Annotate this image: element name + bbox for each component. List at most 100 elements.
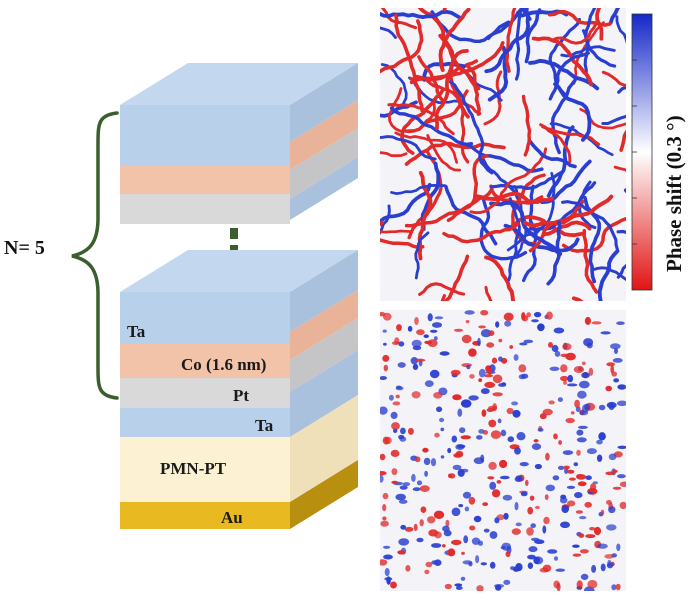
bubble-domain	[411, 391, 421, 399]
bubble-domain	[563, 380, 567, 385]
bubble-domain	[380, 376, 387, 380]
bubble-domain	[556, 582, 561, 591]
stripe-domain	[479, 196, 528, 261]
bubble-domain	[584, 403, 591, 411]
lower-pt-front	[120, 378, 290, 408]
bubble-domain	[560, 521, 570, 529]
stripe-domain	[507, 197, 521, 282]
bubble-domain	[383, 342, 387, 346]
bubble-domain	[447, 548, 456, 557]
bubble-domain	[473, 515, 482, 523]
bubble-domain	[412, 363, 419, 370]
bubble-domain	[440, 427, 445, 432]
lower-stack-block	[120, 250, 358, 529]
bubble-domain	[537, 323, 545, 332]
bubble-domain	[616, 400, 626, 407]
bubble-domain	[545, 311, 553, 320]
stripe-domain	[380, 26, 397, 39]
bubble-domain	[600, 563, 606, 572]
repeat-dot	[230, 228, 238, 239]
layer-label-ta-top: Ta	[127, 322, 146, 341]
bubble-domain	[454, 328, 463, 332]
bubble-domain	[585, 475, 592, 481]
upper-ta-right-face	[290, 63, 358, 142]
bubble-domain	[537, 428, 544, 432]
stripe-domain	[442, 222, 520, 244]
bubble-domain	[383, 364, 388, 372]
bubble-domain	[574, 492, 583, 499]
bubble-domain	[488, 461, 497, 470]
bubble-domain	[486, 342, 495, 348]
stripe-domain	[456, 98, 470, 164]
bubble-domain	[380, 559, 388, 566]
bubble-domain	[617, 445, 626, 449]
bubble-domain	[561, 505, 569, 513]
bubble-domain	[388, 394, 394, 401]
bubble-domain	[433, 336, 438, 341]
stripe-domain	[608, 8, 621, 25]
bubble-domain	[611, 584, 617, 591]
bubble-domain	[543, 516, 550, 525]
stripe-domain	[590, 266, 626, 282]
bubble-domain	[610, 365, 615, 374]
bubble-domain	[518, 364, 527, 373]
bubble-domain	[534, 539, 545, 544]
bubble-domain	[458, 504, 464, 508]
bubble-domain	[430, 458, 437, 467]
bubble-domain	[513, 566, 522, 572]
bubble-domain	[572, 544, 580, 548]
bubble-domain	[382, 329, 387, 333]
bubble-domain	[499, 459, 508, 469]
bubble-domain	[545, 452, 550, 461]
stripe-domain	[415, 74, 482, 116]
bubble-domain	[619, 501, 626, 510]
bubble-domain	[554, 350, 561, 357]
bubble-domain	[414, 317, 419, 325]
bubble-domain	[468, 348, 477, 357]
bubble-domain	[478, 378, 483, 383]
bubble-domain	[586, 342, 593, 349]
stripe-domain	[380, 238, 425, 250]
bubble-domain	[567, 374, 574, 383]
bubble-domain	[420, 506, 427, 513]
bubble-domain	[548, 342, 553, 348]
bubble-domain	[514, 447, 521, 455]
bubble-domain	[535, 505, 540, 510]
bubble-domain	[382, 354, 390, 362]
bubble-domain	[384, 436, 392, 445]
bubble-domain	[585, 534, 596, 539]
bubble-domain	[548, 400, 555, 405]
bubble-domain	[489, 481, 497, 490]
bubble-domain	[499, 475, 510, 480]
lower-co-front	[120, 344, 290, 378]
lower-ta2-right-face	[290, 350, 358, 437]
bubble-domain	[542, 564, 552, 572]
bubble-domain	[404, 526, 414, 532]
bubble-domain	[567, 500, 576, 507]
bubble-domain	[464, 310, 475, 315]
stripe-domain	[561, 200, 619, 252]
bubble-domain	[531, 319, 539, 323]
bubble-domain	[457, 468, 465, 477]
bubble-domain	[545, 484, 556, 492]
bubble-domain	[578, 533, 585, 538]
stripe-domain	[389, 106, 474, 147]
lower-stack-top-face	[120, 250, 358, 292]
bubble-domain	[455, 444, 465, 450]
bubble-domain	[533, 556, 540, 565]
bubble-domain	[411, 339, 422, 348]
bubble-domain	[416, 480, 423, 486]
bubble-domain	[526, 312, 531, 318]
bubble-domain	[553, 433, 558, 440]
bubble-domain	[515, 475, 523, 482]
bubble-domain	[560, 364, 568, 373]
bubble-domain	[469, 525, 476, 531]
bubble-domain	[407, 427, 414, 435]
bubble-domain	[573, 462, 579, 467]
bubble-domain	[605, 385, 612, 392]
bubble-domain	[399, 485, 408, 490]
bubble-domain	[549, 366, 560, 371]
bubble-domain	[439, 417, 445, 423]
bubble-domain	[581, 361, 586, 366]
bubble-domain	[576, 580, 583, 589]
